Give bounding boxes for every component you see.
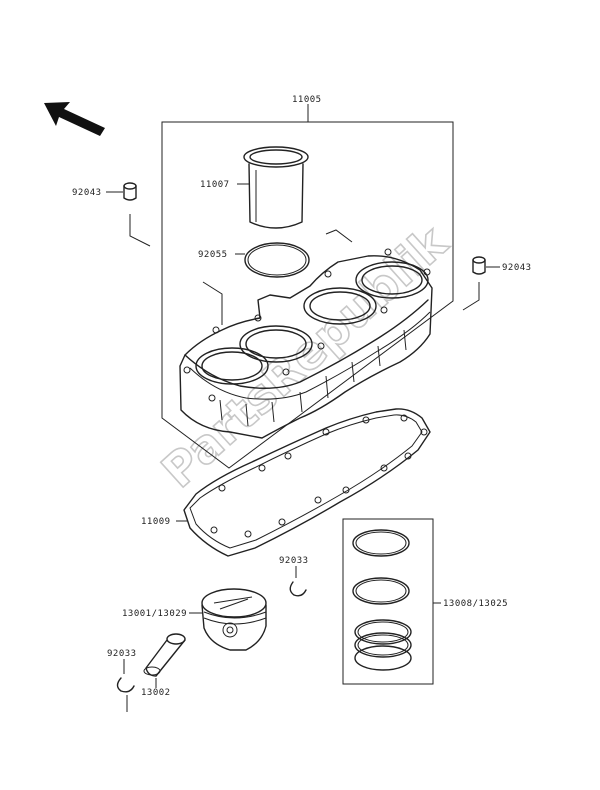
- label-liner: 11007: [200, 180, 230, 190]
- label-gasket: 11009: [141, 517, 171, 527]
- label-ring-set: 13008/13025: [443, 599, 508, 609]
- cylinder-liner: [243, 146, 309, 229]
- head-gasket: [183, 408, 431, 557]
- dowel-pin-left: [123, 182, 137, 201]
- ring-set-box: [342, 518, 434, 685]
- piston-rings: [352, 529, 412, 671]
- dowel-left-guide: [129, 214, 151, 247]
- label-cylinder-assy: 11005: [292, 95, 322, 105]
- label-snap-ring-top: 92033: [279, 556, 309, 566]
- dowel-pin-right: [472, 256, 486, 275]
- piston: [201, 588, 267, 651]
- cylinder-assy-outline: [161, 121, 454, 469]
- label-dowel-right: 92043: [502, 263, 532, 273]
- label-piston: 13001/13029: [122, 609, 187, 619]
- snap-ring-bottom: [116, 677, 135, 693]
- label-snap-ring-bottom: 92033: [107, 649, 137, 659]
- o-ring: [244, 242, 310, 278]
- label-o-ring: 92055: [198, 250, 228, 260]
- label-piston-pin: 13002: [141, 688, 171, 698]
- snap-ring-top: [289, 581, 307, 597]
- o-ring-inner: [247, 244, 307, 276]
- label-dowel-left: 92043: [72, 188, 102, 198]
- cylinder-block: [179, 248, 433, 439]
- dowel-right-guide: [462, 282, 480, 311]
- liner-guide: [325, 229, 353, 243]
- block-guide: [202, 281, 223, 325]
- piston-pin: [143, 633, 186, 677]
- arrow-up-left-icon: [44, 102, 105, 136]
